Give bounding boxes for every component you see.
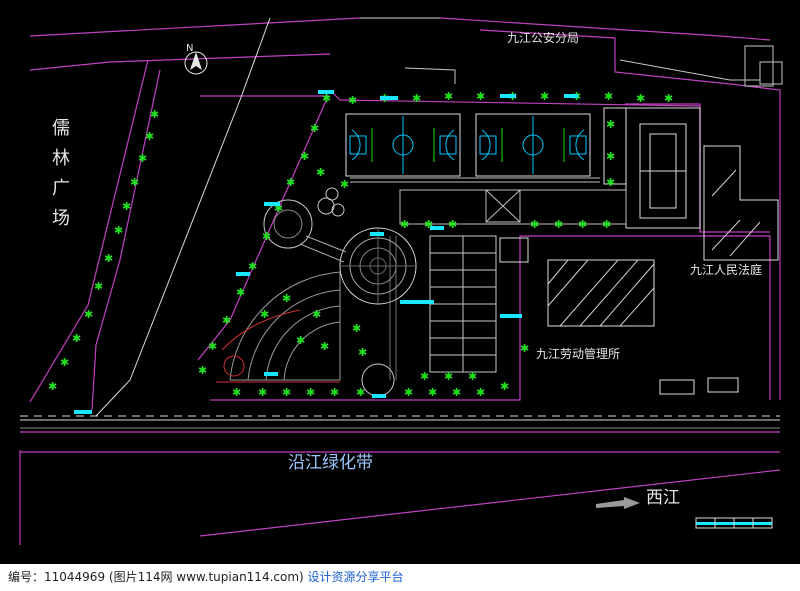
svg-text:✱: ✱ [420, 370, 429, 383]
svg-text:✱: ✱ [554, 218, 563, 231]
svg-text:✱: ✱ [48, 380, 57, 393]
svg-text:✱: ✱ [260, 308, 269, 321]
svg-text:✱: ✱ [348, 94, 357, 107]
svg-text:✱: ✱ [122, 200, 131, 213]
cyan-annotation-marks [74, 90, 772, 525]
svg-text:✱: ✱ [286, 176, 295, 189]
svg-text:✱: ✱ [400, 218, 409, 231]
site-boundaries [19, 17, 781, 545]
svg-text:✱: ✱ [452, 386, 461, 399]
svg-text:✱: ✱ [258, 386, 267, 399]
scale-bar [695, 517, 773, 529]
svg-text:✱: ✱ [274, 202, 283, 215]
svg-text:✱: ✱ [236, 286, 245, 299]
plaza-char-2: 林 [52, 148, 70, 169]
footer-tagline: 设计资源分享平台 [307, 570, 404, 584]
site-plan-drawing: N 儒 林 广 场 [19, 17, 783, 545]
top-site-objects [404, 45, 783, 87]
svg-text:✱: ✱ [330, 386, 339, 399]
plaza-char-4: 场 [52, 208, 70, 229]
svg-text:✱: ✱ [322, 92, 331, 105]
tree-symbols: ✱✱✱ ✱✱✱ ✱✱✱ ✱✱✱ ✱✱✱ ✱✱✱ ✱✱✱ ✱✱ ✱✱✱ ✱✱✱ ✱… [48, 90, 673, 399]
svg-text:✱: ✱ [428, 386, 437, 399]
svg-text:✱: ✱ [114, 224, 123, 237]
north-label: N [186, 43, 193, 54]
svg-text:✱: ✱ [424, 218, 433, 231]
svg-text:✱: ✱ [208, 340, 217, 353]
svg-text:✱: ✱ [104, 252, 113, 265]
svg-text:✱: ✱ [356, 386, 365, 399]
svg-text:✱: ✱ [262, 230, 271, 243]
svg-text:✱: ✱ [248, 260, 257, 273]
svg-text:✱: ✱ [404, 386, 413, 399]
image-source-footer: 编号：11044969 (图片114网 www.tupian114.com) 设… [0, 564, 800, 591]
svg-text:✱: ✱ [578, 218, 587, 231]
central-walkway [350, 177, 627, 225]
svg-text:✱: ✱ [94, 280, 103, 293]
svg-text:✱: ✱ [476, 386, 485, 399]
svg-text:✱: ✱ [198, 364, 207, 377]
svg-text:✱: ✱ [312, 308, 321, 321]
svg-text:✱: ✱ [520, 342, 529, 355]
svg-text:✱: ✱ [60, 356, 69, 369]
footer-prefix: 编号：11044969 (图片114网 www.tupian114.com) [8, 570, 304, 584]
police-bureau-label: 九江公安分局 [507, 30, 579, 45]
svg-text:✱: ✱ [448, 218, 457, 231]
river-label: 西江 [646, 488, 680, 508]
svg-text:✱: ✱ [130, 176, 139, 189]
north-arrow-icon: N [184, 43, 208, 75]
svg-text:✱: ✱ [602, 218, 611, 231]
svg-text:✱: ✱ [72, 332, 81, 345]
svg-text:✱: ✱ [664, 92, 673, 105]
plaza-char-3: 广 [52, 178, 70, 199]
plaza-char-1: 儒 [52, 118, 70, 139]
svg-text:✱: ✱ [310, 122, 319, 135]
svg-text:✱: ✱ [282, 292, 291, 305]
svg-text:✱: ✱ [84, 308, 93, 321]
basketball-courts [345, 113, 591, 177]
svg-text:✱: ✱ [232, 386, 241, 399]
svg-text:✱: ✱ [606, 176, 615, 189]
labor-building-hatch [547, 169, 761, 327]
svg-text:✱: ✱ [320, 340, 329, 353]
greenbelt-label: 沿江绿化带 [288, 453, 373, 473]
svg-text:✱: ✱ [540, 90, 549, 103]
svg-text:✱: ✱ [145, 130, 154, 143]
svg-text:✱: ✱ [468, 370, 477, 383]
svg-text:✱: ✱ [138, 152, 147, 165]
svg-text:✱: ✱ [316, 166, 325, 179]
central-circular-plaza [263, 187, 417, 397]
svg-text:✱: ✱ [300, 150, 309, 163]
plaza-label: 儒 林 广 场 [52, 118, 70, 229]
svg-text:✱: ✱ [636, 92, 645, 105]
roads [20, 17, 780, 429]
svg-text:✱: ✱ [150, 108, 159, 121]
svg-text:✱: ✱ [500, 380, 509, 393]
svg-text:✱: ✱ [340, 178, 349, 191]
svg-text:✱: ✱ [604, 90, 613, 103]
svg-text:✱: ✱ [296, 334, 305, 347]
svg-text:✱: ✱ [412, 92, 421, 105]
svg-text:✱: ✱ [444, 370, 453, 383]
court-label: 九江人民法庭 [690, 262, 762, 277]
river-flow-arrow-icon [596, 497, 640, 509]
svg-text:✱: ✱ [282, 386, 291, 399]
svg-text:✱: ✱ [352, 322, 361, 335]
parking-grid [389, 235, 497, 380]
svg-text:✱: ✱ [606, 150, 615, 163]
fan-garden [216, 271, 341, 383]
svg-text:✱: ✱ [476, 90, 485, 103]
svg-text:✱: ✱ [306, 386, 315, 399]
east-facilities [499, 107, 779, 395]
svg-text:✱: ✱ [222, 314, 231, 327]
svg-text:✱: ✱ [606, 118, 615, 131]
labor-office-label: 九江劳动管理所 [536, 346, 620, 361]
footer-text: 编号：11044969 (图片114网 www.tupian114.com) 设… [8, 564, 404, 591]
svg-text:✱: ✱ [444, 90, 453, 103]
svg-text:✱: ✱ [358, 346, 367, 359]
svg-text:✱: ✱ [530, 218, 539, 231]
